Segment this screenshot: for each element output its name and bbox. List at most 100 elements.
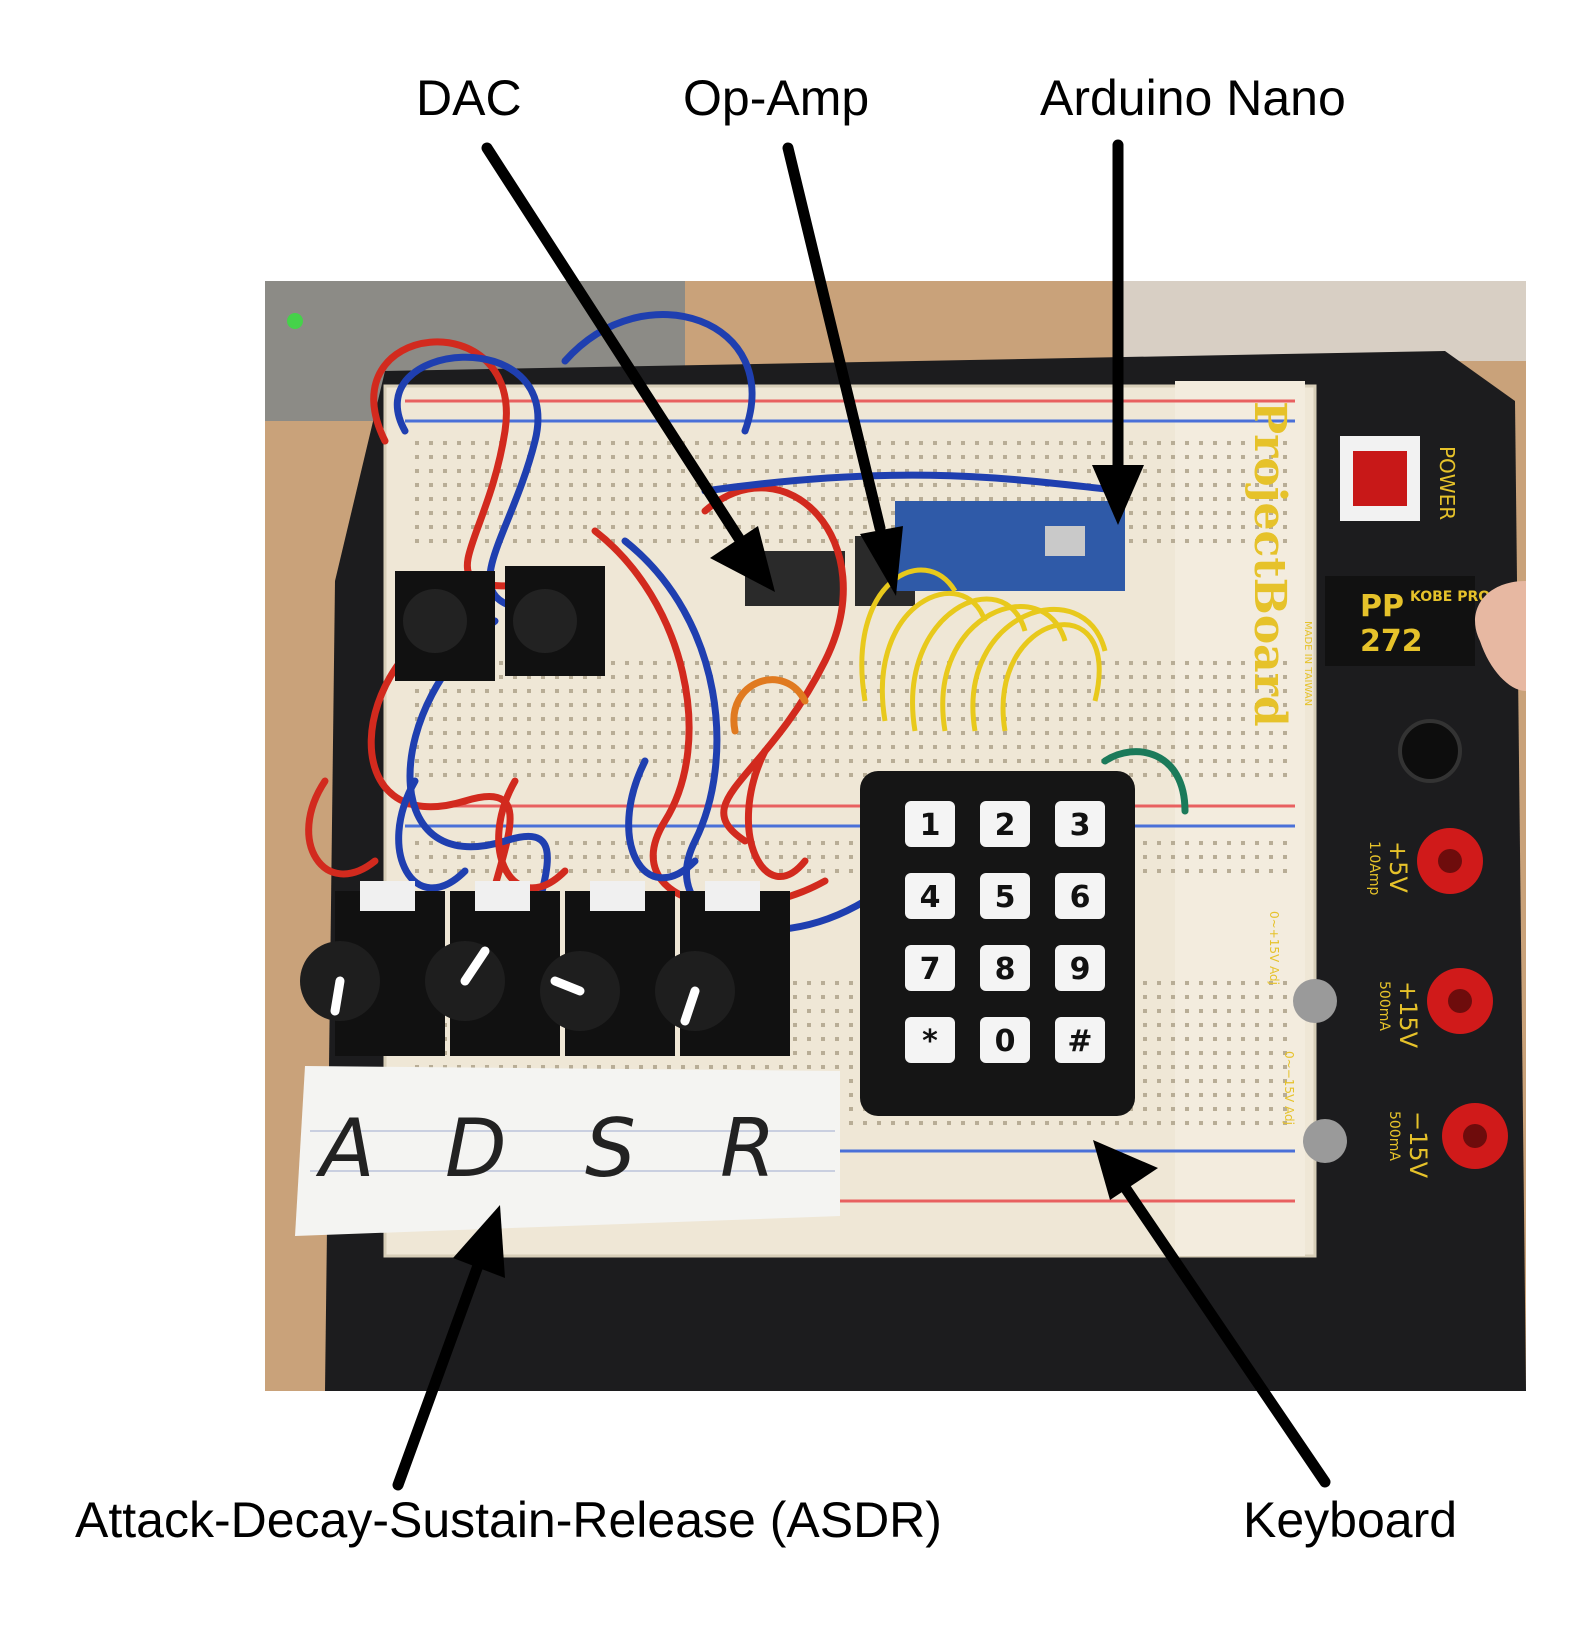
breadboard-hole: [863, 525, 867, 529]
breadboard-hole: [639, 469, 643, 473]
breadboard-hole: [905, 441, 909, 445]
breadboard-hole: [807, 1051, 811, 1055]
breadboard-hole: [1283, 1121, 1287, 1125]
breadboard-hole: [1255, 1107, 1259, 1111]
breadboard-hole: [1213, 539, 1217, 543]
breadboard-hole: [1143, 855, 1147, 859]
breadboard-hole: [1227, 497, 1231, 501]
breadboard-hole: [1185, 981, 1189, 985]
breadboard-hole: [751, 675, 755, 679]
breadboard-hole: [1185, 497, 1189, 501]
breadboard-hole: [821, 469, 825, 473]
breadboard-hole: [737, 855, 741, 859]
keypad-key-label: 1: [920, 808, 941, 843]
breadboard-hole: [541, 675, 545, 679]
breadboard-hole: [555, 703, 559, 707]
breadboard-hole: [667, 717, 671, 721]
breadboard-hole: [1213, 689, 1217, 693]
breadboard-hole: [1255, 455, 1259, 459]
breadboard-hole: [1213, 745, 1217, 749]
breadboard-hole: [471, 483, 475, 487]
rotation-sensors-top: [395, 566, 605, 681]
breadboard-hole: [667, 525, 671, 529]
breadboard-hole: [1185, 759, 1189, 763]
breadboard-hole: [569, 731, 573, 735]
breadboard-hole: [555, 717, 559, 721]
breadboard-hole: [1073, 703, 1077, 707]
breadboard-hole: [1269, 675, 1273, 679]
breadboard-hole: [1269, 1009, 1273, 1013]
breadboard-hole: [1003, 759, 1007, 763]
keypad-key: [905, 945, 955, 991]
label-15v: +15V: [1394, 981, 1422, 1049]
breadboard-hole: [1213, 855, 1217, 859]
breadboard-hole: [961, 483, 965, 487]
breadboard-hole: [1171, 1121, 1175, 1125]
breadboard-hole: [597, 703, 601, 707]
breadboard-hole: [1143, 539, 1147, 543]
breadboard-hole: [653, 675, 657, 679]
breadboard-hole: [1073, 731, 1077, 735]
breadboard-hole: [1143, 759, 1147, 763]
breadboard-hole: [1143, 703, 1147, 707]
breadboard-hole: [1157, 441, 1161, 445]
breadboard-hole: [1157, 1037, 1161, 1041]
breadboard-hole: [1269, 1079, 1273, 1083]
breadboard-hole: [499, 511, 503, 515]
breadboard-hole: [569, 869, 573, 873]
breadboard-hole: [513, 841, 517, 845]
breadboard-hole: [1143, 525, 1147, 529]
breadboard-hole: [933, 675, 937, 679]
breadboard-hole: [583, 841, 587, 845]
breadboard-hole: [639, 441, 643, 445]
breadboard-hole: [1199, 441, 1203, 445]
breadboard-hole: [751, 745, 755, 749]
breadboard-hole: [1269, 1121, 1273, 1125]
breadboard-hole: [1171, 995, 1175, 999]
breadboard-hole: [457, 731, 461, 735]
breadboard-hole: [1227, 539, 1231, 543]
breadboard-hole: [737, 717, 741, 721]
adj-knob-neg: [1303, 1119, 1347, 1163]
breadboard-hole: [429, 759, 433, 763]
breadboard-hole: [1283, 675, 1287, 679]
breadboard-hole: [1241, 1093, 1245, 1097]
breadboard-hole: [1045, 469, 1049, 473]
breadboard-hole: [1017, 483, 1021, 487]
breadboard-hole: [793, 469, 797, 473]
breadboard-hole: [1031, 731, 1035, 735]
keypad-key-label: 6: [1070, 880, 1091, 915]
breadboard-hole: [527, 1065, 531, 1069]
breadboard-hole: [1157, 497, 1161, 501]
breadboard-hole: [1199, 759, 1203, 763]
breadboard-hole: [891, 689, 895, 693]
breadboard-hole: [779, 661, 783, 665]
breadboard-hole: [499, 689, 503, 693]
breadboard-hole: [1017, 1121, 1021, 1125]
breadboard-hole: [975, 717, 979, 721]
breadboard-hole: [1129, 745, 1133, 749]
breadboard-hole: [709, 773, 713, 777]
breadboard-hole: [429, 455, 433, 459]
breadboard-hole: [555, 773, 559, 777]
breadboard-hole: [639, 483, 643, 487]
breadboard-hole: [1171, 981, 1175, 985]
breadboard-hole: [709, 497, 713, 501]
breadboard-hole: [527, 539, 531, 543]
breadboard-hole: [513, 731, 517, 735]
breadboard-hole: [807, 717, 811, 721]
breadboard-hole: [1031, 759, 1035, 763]
breadboard-hole: [667, 855, 671, 859]
breadboard-hole: [989, 759, 993, 763]
breadboard-hole: [1227, 773, 1231, 777]
breadboard-hole: [429, 483, 433, 487]
breadboard-hole: [1199, 1051, 1203, 1055]
breadboard-hole: [429, 717, 433, 721]
keypad-key-label: 5: [995, 880, 1016, 915]
breadboard-hole: [835, 855, 839, 859]
breadboard-hole: [1129, 483, 1133, 487]
breadboard-hole: [709, 469, 713, 473]
breadboard-hole: [653, 1065, 657, 1069]
breadboard-hole: [1241, 525, 1245, 529]
breadboard-hole: [737, 539, 741, 543]
